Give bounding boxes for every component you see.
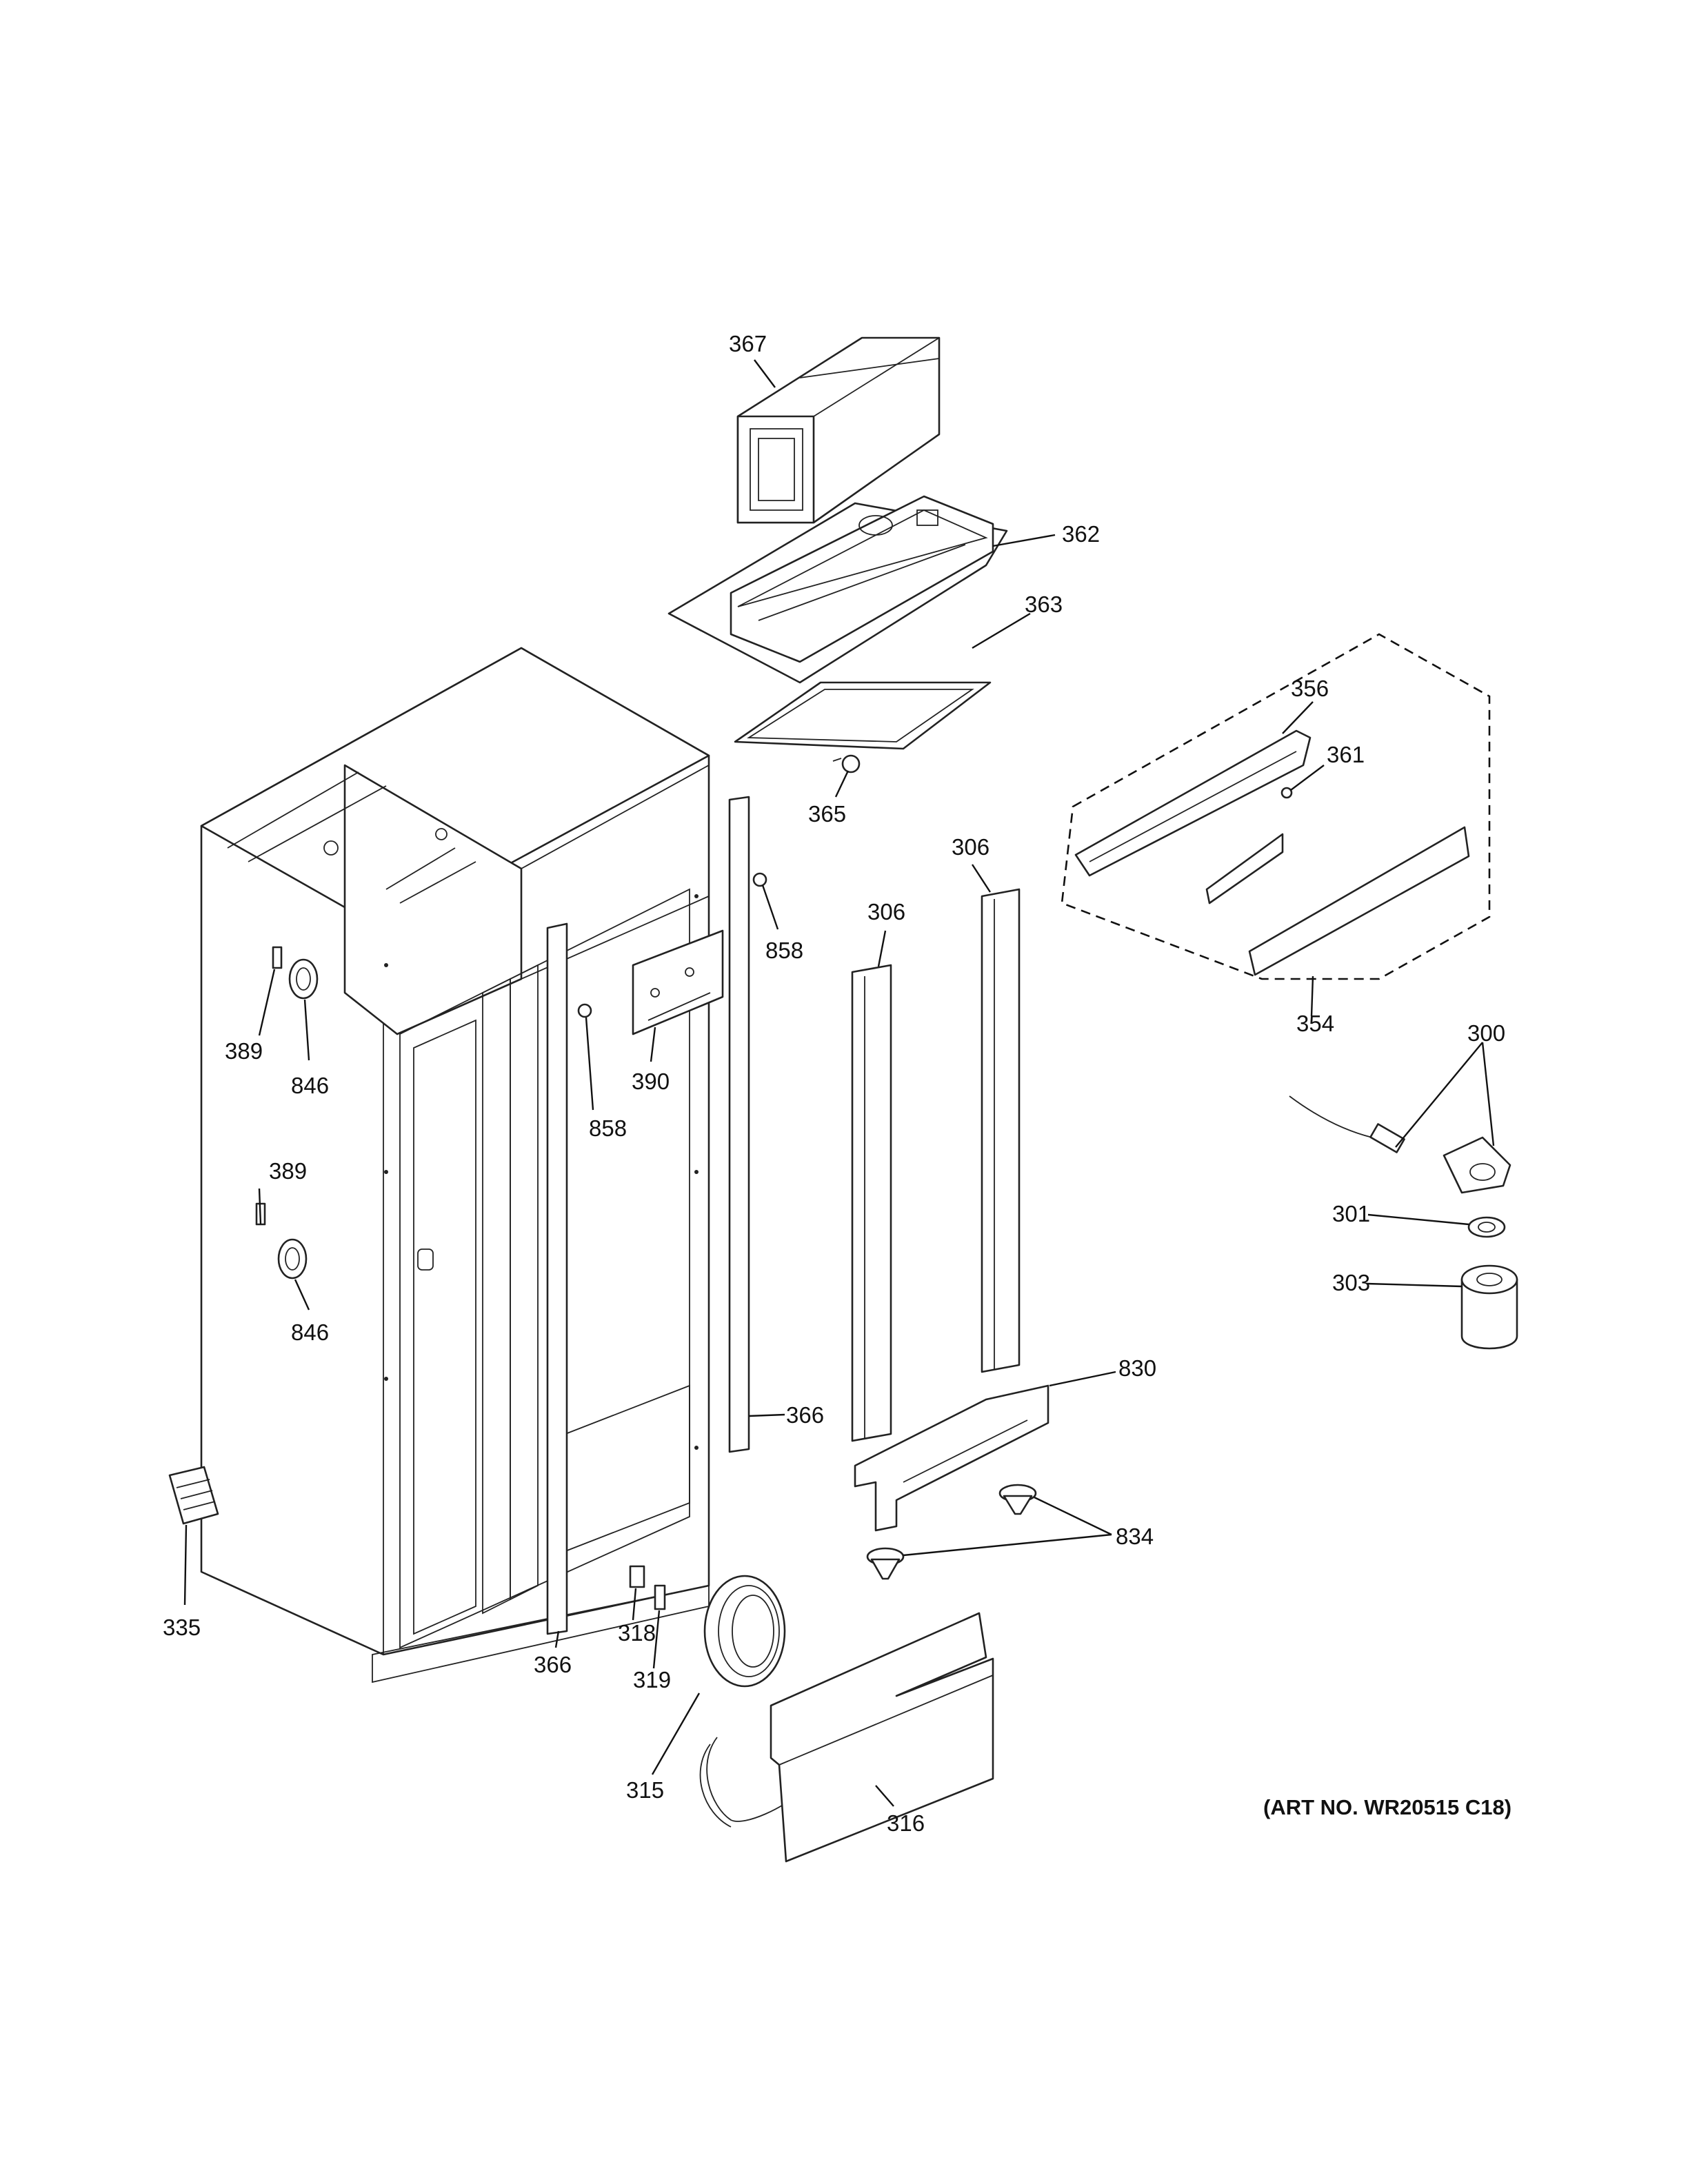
control-panel-face[interactable] <box>1248 826 1470 976</box>
part-306-rail-left[interactable] <box>851 964 892 1442</box>
callout-315: 315 <box>626 1777 664 1803</box>
control-board[interactable] <box>1205 833 1284 904</box>
callout-389-upper: 389 <box>225 1038 263 1064</box>
callout-356: 356 <box>1291 676 1329 701</box>
main-cabinet[interactable] <box>200 647 710 1684</box>
callout-354: 354 <box>1296 1011 1334 1036</box>
callout-318: 318 <box>618 1620 656 1646</box>
leader-lines <box>183 359 1495 1807</box>
art-number: (ART NO. WR20515 C18) <box>1263 1795 1511 1819</box>
part-306-rail-right[interactable] <box>981 888 1021 1373</box>
callout-300: 300 <box>1467 1020 1505 1046</box>
callout-362: 362 <box>1062 521 1100 547</box>
part-318-hinge[interactable] <box>629 1565 645 1588</box>
callout-366-left: 366 <box>534 1652 572 1677</box>
callout-367: 367 <box>729 331 767 356</box>
callout-846-lower: 846 <box>291 1320 329 1345</box>
callout-306-right: 306 <box>952 834 989 860</box>
part-366-strip-right[interactable] <box>728 796 750 1453</box>
callout-390: 390 <box>632 1069 670 1094</box>
part-363-frame[interactable] <box>734 681 992 750</box>
part-319-pin[interactable] <box>654 1584 666 1610</box>
part-365-clip[interactable] <box>832 754 861 774</box>
callout-834: 834 <box>1116 1524 1154 1549</box>
part-390-plate[interactable] <box>632 929 724 1035</box>
callout-365: 365 <box>808 801 846 827</box>
part-834-foot-b[interactable] <box>866 1547 905 1580</box>
part-303-filter-cartridge[interactable] <box>1460 1264 1518 1350</box>
part-834-foot-a[interactable] <box>998 1484 1037 1515</box>
part-846-grommet-b[interactable] <box>277 1238 308 1280</box>
part-315-water-line-coil[interactable] <box>699 1575 801 1828</box>
part-367-air-duct[interactable] <box>736 336 941 524</box>
part-389-pin-a[interactable] <box>272 946 283 969</box>
callout-labels: 367 362 363 365 356 361 354 306 306 858 … <box>163 331 1511 1836</box>
part-366-strip-left[interactable] <box>546 922 568 1635</box>
callout-319: 319 <box>633 1667 671 1692</box>
callout-316: 316 <box>887 1810 925 1836</box>
part-316-kick-plate[interactable] <box>770 1612 994 1863</box>
group-354-outline <box>1061 633 1491 980</box>
callout-363: 363 <box>1025 592 1063 617</box>
callout-830: 830 <box>1118 1355 1156 1381</box>
part-362-fan-housing[interactable] <box>667 495 1008 684</box>
part-335-vent[interactable] <box>168 1466 219 1525</box>
callout-858-right: 858 <box>765 938 803 963</box>
callout-301: 301 <box>1332 1201 1370 1226</box>
part-361-screw[interactable] <box>1280 787 1293 799</box>
part-356-control-housing[interactable] <box>1074 729 1312 877</box>
callout-846-upper: 846 <box>291 1073 329 1098</box>
part-300-water-valve[interactable] <box>1289 1095 1511 1194</box>
callout-335: 335 <box>163 1615 201 1640</box>
callout-306-left: 306 <box>867 899 905 924</box>
part-830-bracket[interactable] <box>854 1384 1049 1532</box>
part-846-grommet-a[interactable] <box>288 958 319 1000</box>
callout-389-lower: 389 <box>269 1158 307 1184</box>
part-858-screw-a[interactable] <box>577 1003 592 1018</box>
callout-303: 303 <box>1332 1270 1370 1295</box>
callout-858-left: 858 <box>589 1115 627 1141</box>
callout-366-right: 366 <box>786 1402 824 1428</box>
part-301-filter-head[interactable] <box>1467 1216 1506 1238</box>
callout-361: 361 <box>1327 742 1365 767</box>
part-858-screw-b[interactable] <box>752 872 767 887</box>
